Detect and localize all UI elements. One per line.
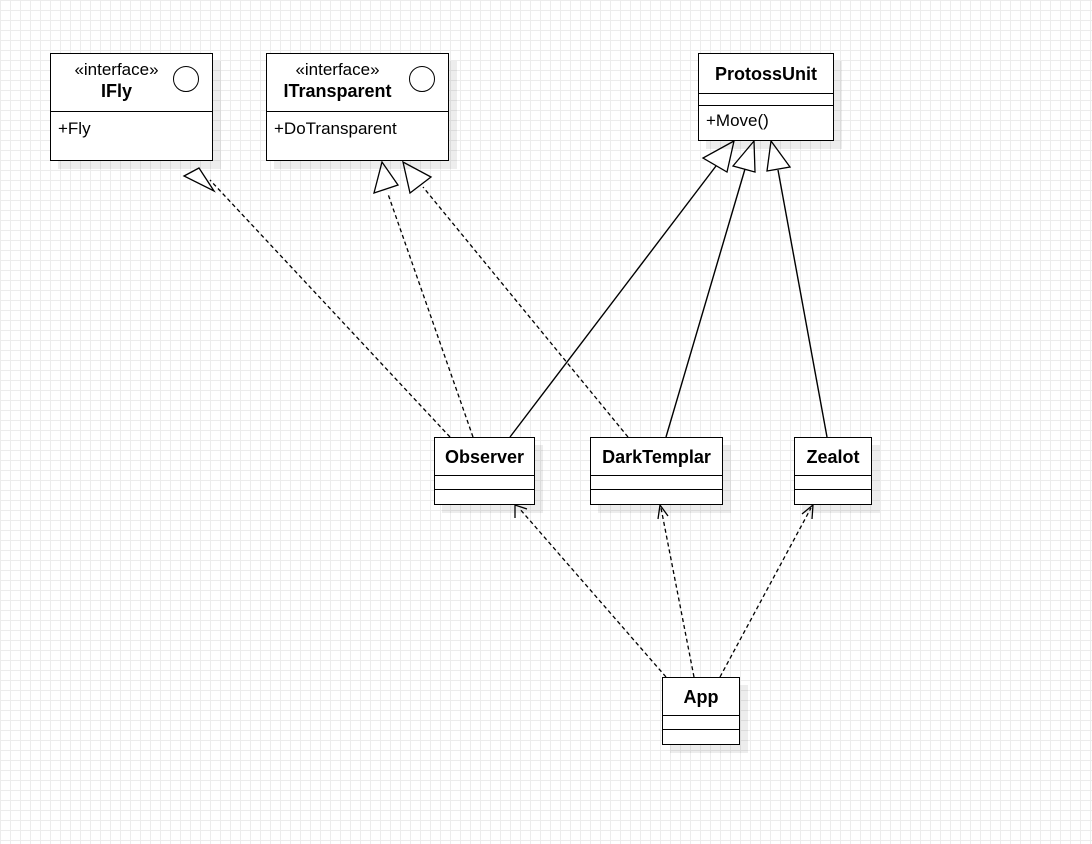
darktemplar-methods bbox=[591, 490, 722, 503]
darktemplar-attributes bbox=[591, 476, 722, 490]
itransparent-header: «interface» ITransparent bbox=[267, 54, 448, 112]
edge-darktemplar-realizes-itransparent bbox=[402, 160, 629, 438]
edge-observer-realizes-ifly bbox=[182, 167, 451, 438]
interface-circle-icon bbox=[173, 66, 199, 92]
edge-app-uses-darktemplar bbox=[657, 503, 695, 678]
edge-zealot-extends-protossunit bbox=[766, 139, 828, 438]
ifly-members: +Fly bbox=[51, 112, 212, 144]
protossunit-header: ProtossUnit bbox=[699, 54, 833, 94]
app-name: App bbox=[683, 687, 719, 707]
interface-itransparent[interactable]: «interface» ITransparent +DoTransparent bbox=[266, 53, 449, 161]
darktemplar-name: DarkTemplar bbox=[602, 447, 711, 467]
zealot-methods bbox=[795, 490, 871, 503]
ifly-name: IFly bbox=[100, 81, 132, 101]
zealot-header: Zealot bbox=[795, 438, 871, 476]
observer-name: Observer bbox=[444, 447, 525, 467]
itransparent-member-dotransparent: +DoTransparent bbox=[274, 119, 397, 138]
darktemplar-header: DarkTemplar bbox=[591, 438, 722, 476]
class-darktemplar[interactable]: DarkTemplar bbox=[590, 437, 723, 505]
protossunit-member-move: +Move() bbox=[706, 111, 769, 130]
zealot-name: Zealot bbox=[806, 447, 860, 467]
class-protossunit[interactable]: ProtossUnit +Move() bbox=[698, 53, 834, 141]
class-app[interactable]: App bbox=[662, 677, 740, 745]
app-header: App bbox=[663, 678, 739, 716]
itransparent-stereotype: «interface» bbox=[295, 60, 380, 79]
zealot-attributes bbox=[795, 476, 871, 490]
observer-attributes bbox=[435, 476, 534, 490]
ifly-member-fly: +Fly bbox=[58, 119, 91, 138]
edge-app-uses-zealot bbox=[719, 503, 814, 678]
protossunit-name: ProtossUnit bbox=[714, 64, 817, 84]
app-methods bbox=[663, 730, 739, 743]
observer-methods bbox=[435, 490, 534, 503]
edge-observer-realizes-itransparent bbox=[373, 160, 474, 438]
protossunit-methods: +Move() bbox=[699, 106, 833, 136]
edge-app-uses-observer bbox=[514, 504, 667, 678]
protossunit-attributes bbox=[699, 94, 833, 106]
class-observer[interactable]: Observer bbox=[434, 437, 535, 505]
itransparent-name: ITransparent bbox=[283, 81, 392, 101]
itransparent-members: +DoTransparent bbox=[267, 112, 448, 144]
edge-darktemplar-extends-protossunit bbox=[665, 139, 756, 438]
class-zealot[interactable]: Zealot bbox=[794, 437, 872, 505]
app-attributes bbox=[663, 716, 739, 730]
interface-ifly[interactable]: «interface» IFly +Fly bbox=[50, 53, 213, 161]
ifly-header: «interface» IFly bbox=[51, 54, 212, 112]
observer-header: Observer bbox=[435, 438, 534, 476]
interface-circle-icon bbox=[409, 66, 435, 92]
edge-observer-extends-protossunit bbox=[509, 139, 735, 438]
ifly-stereotype: «interface» bbox=[74, 60, 159, 79]
